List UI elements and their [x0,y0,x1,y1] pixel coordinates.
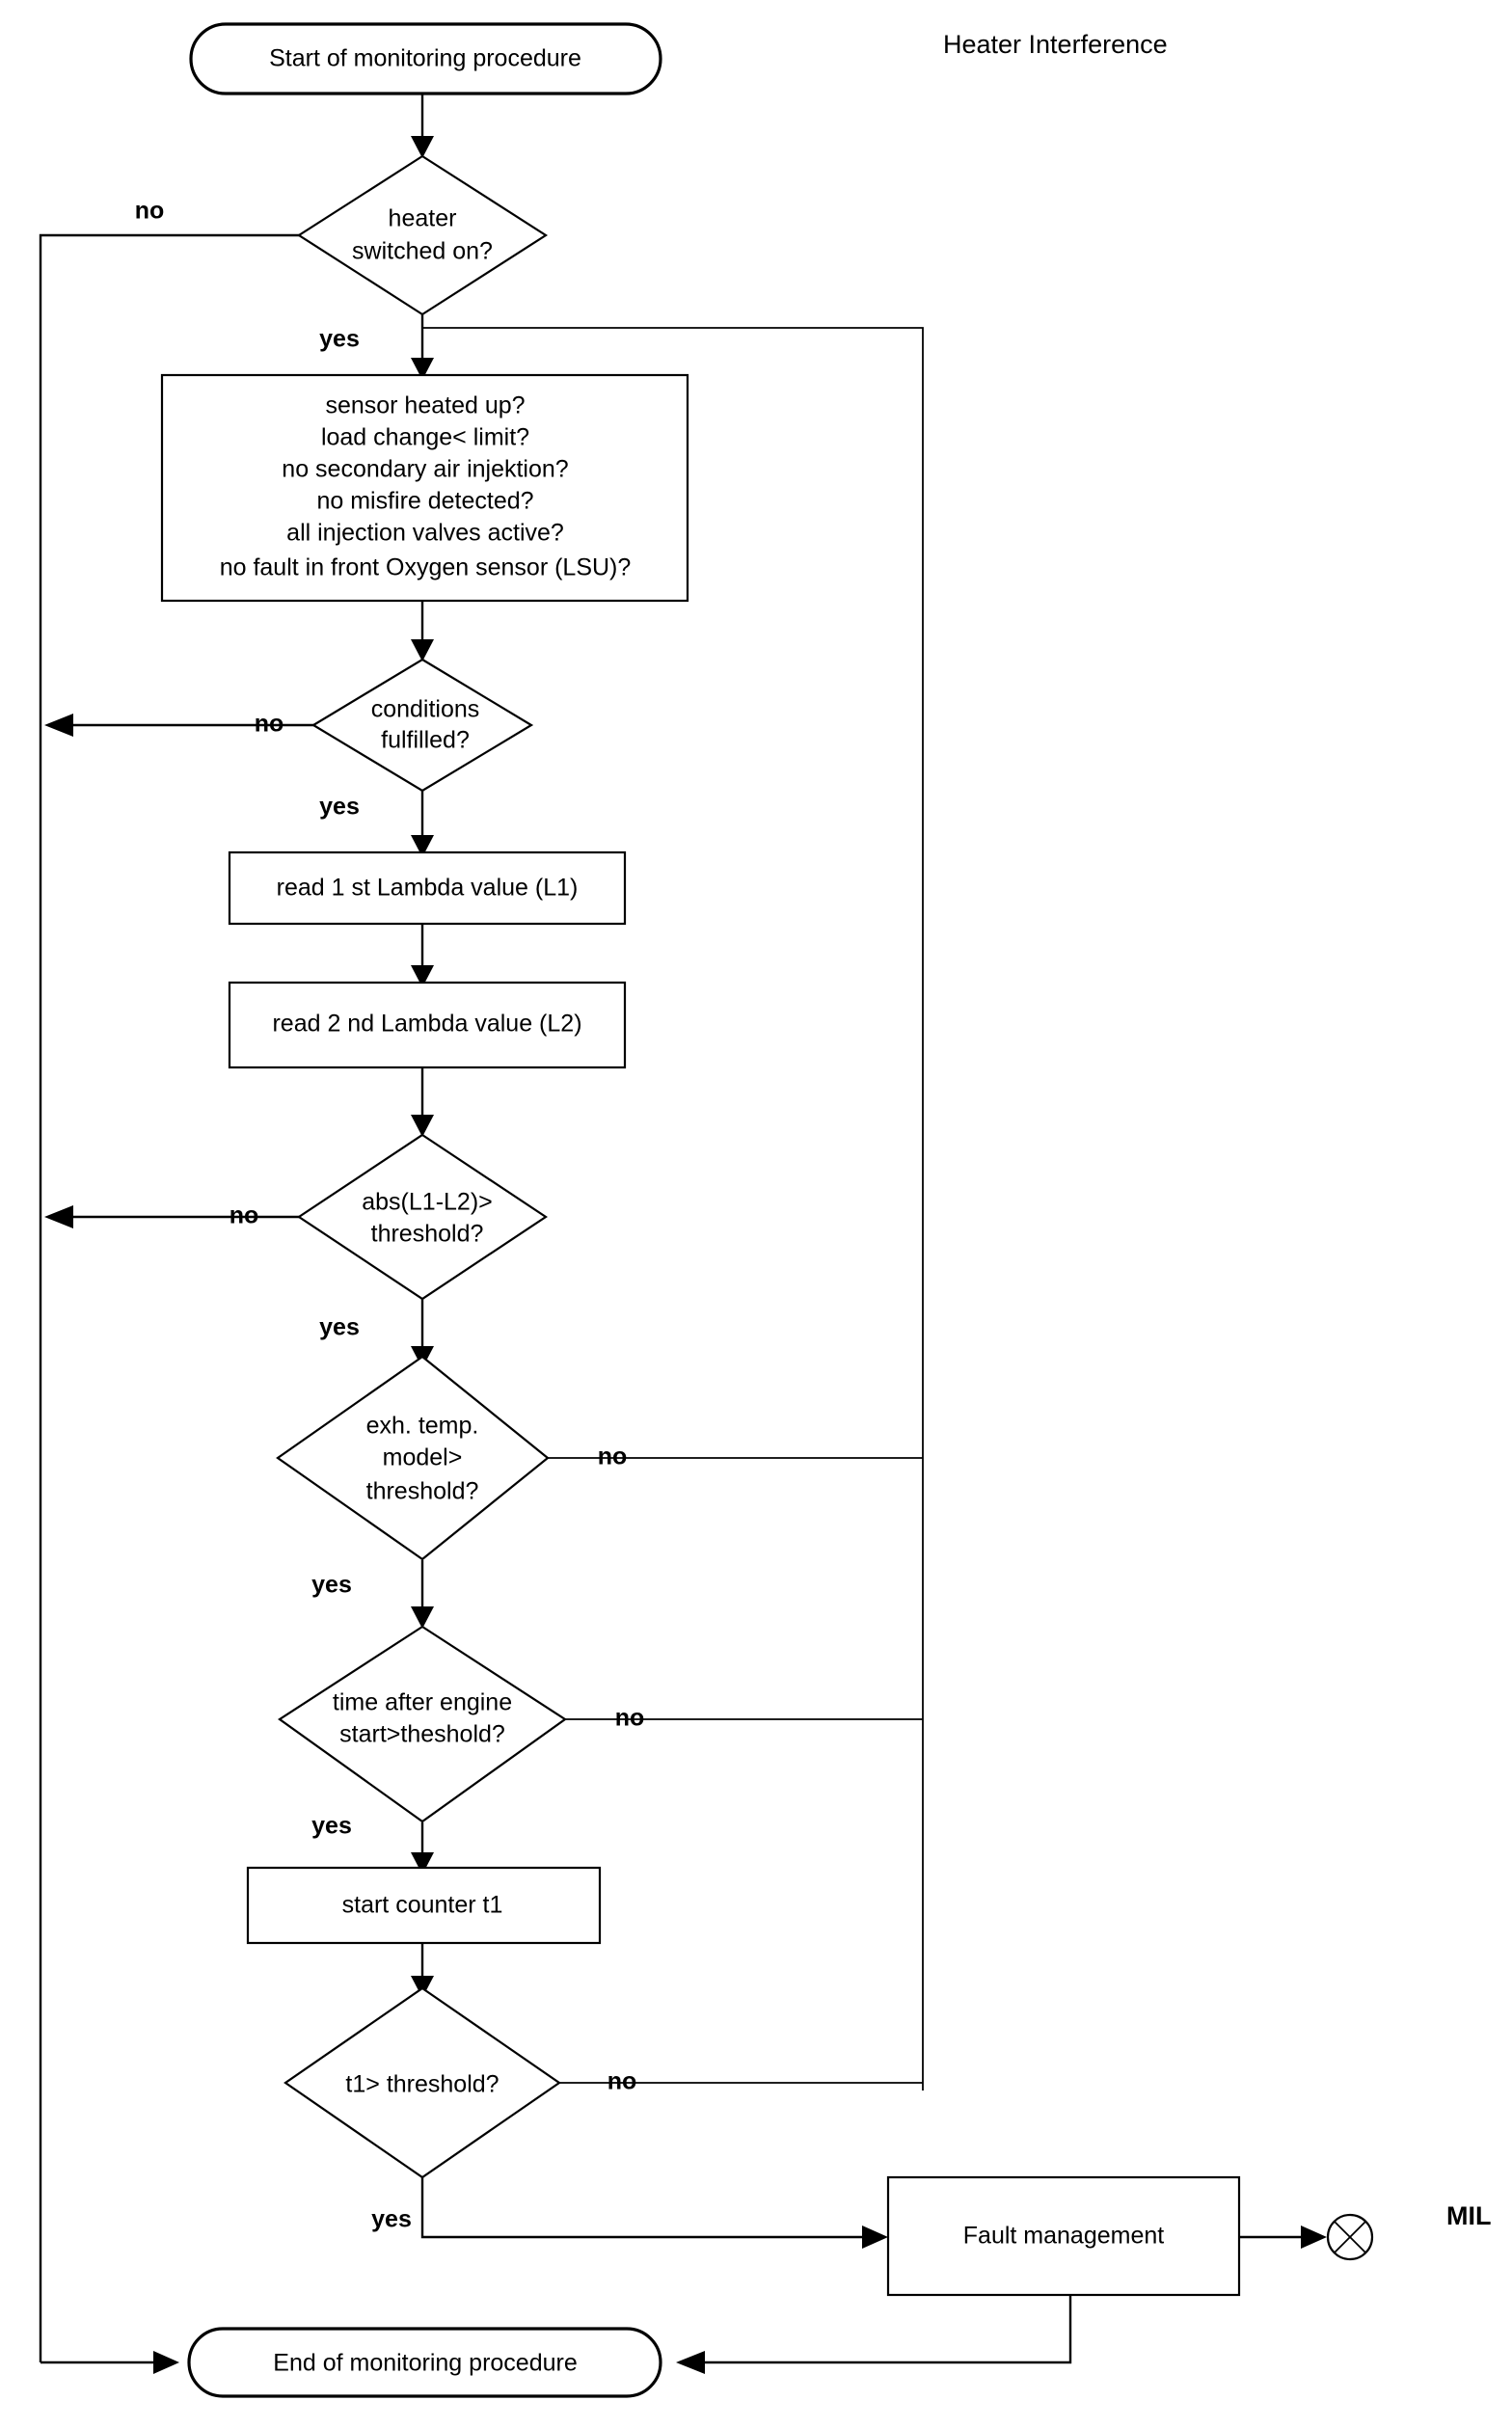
node-exh-temp-threshold[interactable]: exh. temp. model> threshold? [276,1355,550,1561]
edge-label-t1-no: no [608,2068,637,2095]
arrowhead-time-yes [411,1852,434,1875]
read-l2-label: read 2 nd Lambda value (L2) [272,1011,581,1038]
start-counter-label: start counter t1 [342,1892,503,1919]
edge-right-feedback-rail [422,327,924,2091]
arrowhead-exh-yes [411,1606,434,1629]
edge-label-abs-yes: yes [319,1314,360,1341]
node-abs-diff-threshold[interactable]: abs(L1-L2)> threshold? [297,1133,548,1301]
edge-label-heater-yes: yes [319,326,360,353]
exh-temp-label-line3: threshold? [366,1478,479,1505]
arrowhead-conditions-no [44,714,73,737]
mil-label: MIL [1446,2201,1492,2230]
time-after-start-shape [278,1625,567,1823]
arrowhead-abs-no [44,1205,73,1228]
t1-threshold-label: t1> threshold? [345,2071,499,2098]
arrowhead-conditions-to-check [411,639,434,661]
edge-label-exh-yes: yes [311,1572,352,1599]
edge-label-conditions-no: no [255,711,284,738]
arrowhead-l2-to-abs [411,1115,434,1137]
heater-decision-shape [296,154,549,316]
conditions-line-3: no secondary air injektion? [282,456,568,483]
node-start-counter[interactable]: start counter t1 [246,1866,602,1945]
t1-threshold-shape [284,1986,561,2179]
conditions-line-5: all injection valves active? [286,520,564,547]
abs-diff-label-line1: abs(L1-L2)> [362,1189,493,1216]
arrowhead-counter-to-t1 [411,1976,434,1998]
conditions-line-2: load change< limit? [321,424,529,451]
time-after-start-label-line2: start>theshold? [339,1721,505,1748]
node-fault-management[interactable]: Fault management [886,2175,1241,2297]
conditions-fulfilled-label-line1: conditions [371,696,480,723]
arrowhead-t1-yes [862,2226,888,2249]
mil-lamp-cross-2 [1334,2221,1366,2253]
edge-heater-no [39,233,328,2362]
node-t1-threshold[interactable]: t1> threshold? [284,1986,561,2179]
start-counter-shape [246,1866,602,1945]
node-conditions-fulfilled[interactable]: conditions fulfilled? [310,658,534,793]
diagram-title: Heater Interference [943,30,1168,59]
arrowhead-fault-to-end [676,2351,705,2374]
abs-diff-label-line2: threshold? [371,1221,484,1248]
fault-management-label: Fault management [963,2223,1165,2250]
edge-label-abs-no: no [230,1202,259,1229]
edge-label-time-no: no [615,1705,645,1732]
edge-label-time-yes: yes [311,1813,352,1840]
conditions-line-6: no fault in front Oxygen sensor (LSU)? [220,554,632,581]
end-terminator-label: End of monitoring procedure [273,2350,577,2377]
heater-decision-label-line1: heater [389,205,457,232]
node-read-l1[interactable]: read 1 st Lambda value (L1) [228,850,627,926]
read-l2-shape [228,981,627,1069]
conditions-box-shape [160,373,689,603]
conditions-line-1: sensor heated up? [325,392,525,419]
conditions-fulfilled-shape [310,658,534,793]
exh-temp-shape [276,1355,550,1561]
mil-lamp-icon [1326,2213,1374,2261]
arrowhead-heater-yes [411,358,434,380]
end-terminator-shape [187,2327,662,2398]
time-after-start-label-line1: time after engine [333,1689,512,1716]
start-terminator-shape [189,22,662,95]
edge-label-exh-no: no [598,1443,628,1470]
edge-t1-yes [420,2177,868,2239]
exh-temp-label-line1: exh. temp. [366,1413,479,1440]
fault-management-shape [886,2175,1241,2297]
arrowhead-conditions-yes [411,835,434,857]
node-time-after-start[interactable]: time after engine start>theshold? [278,1625,567,1823]
conditions-line-4: no misfire detected? [316,488,533,515]
edge-label-t1-yes: yes [371,2206,412,2233]
edge-fault-to-end [699,2295,1072,2364]
abs-diff-shape [297,1133,548,1301]
arrowhead-fault-to-mil [1301,2226,1327,2249]
exh-temp-label-line2: model> [383,1444,463,1471]
node-conditions-box[interactable]: sensor heated up? load change< limit? no… [160,373,689,603]
node-heater-switched-on[interactable]: heater switched on? [296,154,549,316]
start-terminator-label: Start of monitoring procedure [269,45,581,72]
heater-decision-label-line2: switched on? [352,238,493,265]
arrowhead-l1-to-l2 [411,965,434,987]
node-read-l2[interactable]: read 2 nd Lambda value (L2) [228,981,627,1069]
node-end[interactable]: End of monitoring procedure [187,2327,662,2398]
read-l1-shape [228,850,627,926]
node-start[interactable]: Start of monitoring procedure [189,22,662,95]
conditions-fulfilled-label-line2: fulfilled? [381,727,470,754]
edge-label-heater-no: no [135,198,165,225]
edge-label-conditions-yes: yes [319,794,360,821]
arrowhead-start-to-heater [411,136,434,158]
arrowhead-left-rail-to-end [153,2351,179,2374]
read-l1-label: read 1 st Lambda value (L1) [277,875,579,902]
